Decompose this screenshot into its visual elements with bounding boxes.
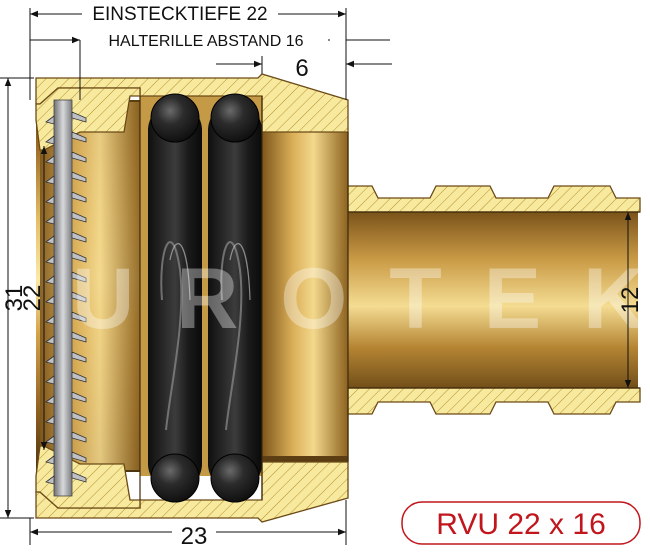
outline xyxy=(139,96,640,500)
wall-offset-label: 6 xyxy=(295,55,308,82)
hose-bore-label: 12 xyxy=(617,287,644,314)
hose-bore xyxy=(348,212,638,400)
o-ring-2-section-top xyxy=(210,93,260,143)
product-badge: RVU 22 x 16 xyxy=(401,501,641,545)
grip-ring xyxy=(45,99,87,497)
watermark: EUROTEK xyxy=(0,251,650,347)
o-ring-1-section-bottom xyxy=(150,453,200,503)
length-label: 23 xyxy=(181,523,208,548)
o-ring-1-body xyxy=(148,104,202,490)
outer-diameter-label: 31 xyxy=(1,285,28,312)
o-rings xyxy=(148,93,262,503)
grip-ring-teeth xyxy=(45,111,87,485)
o-ring-2-section-bottom xyxy=(210,453,260,503)
insertion-depth-label: EINSTECKTIEFE 22 xyxy=(92,4,267,25)
product-label: RVU 22 x 16 xyxy=(436,508,606,541)
inner-diameter-label: 22 xyxy=(19,285,46,312)
o-ring-1-section-top xyxy=(150,93,200,143)
groove-distance-label: HALTERILLE ABSTAND 16 xyxy=(108,33,303,50)
o-ring-2-body xyxy=(208,104,262,490)
inner-shoulder xyxy=(262,128,348,456)
